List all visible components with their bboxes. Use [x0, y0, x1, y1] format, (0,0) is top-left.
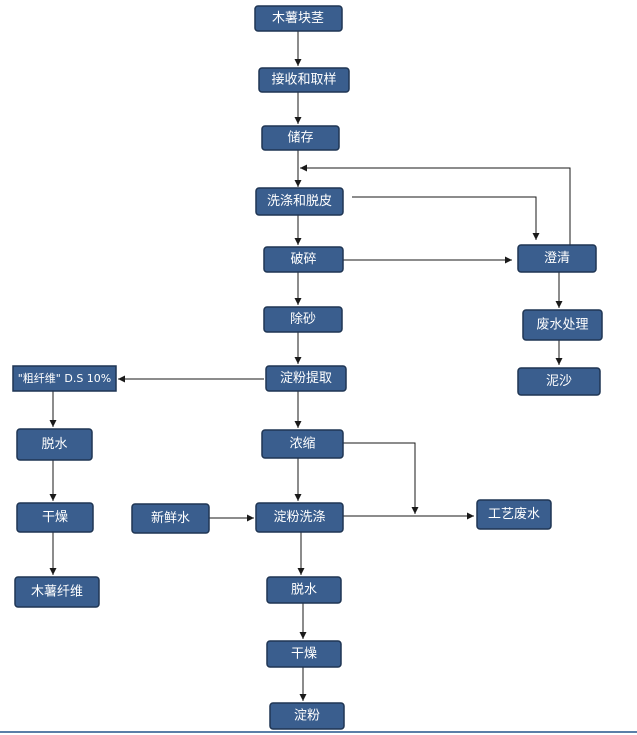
node-starch-extraction: 淀粉提取	[265, 365, 347, 392]
node-drying-starch: 干燥	[266, 640, 342, 668]
edge-concentration-to-wastewater	[343, 442, 419, 514]
node-storage: 储存	[261, 125, 340, 151]
node-cassava-tuber: 木薯块茎	[254, 5, 343, 32]
node-label: 木薯纤维	[31, 585, 83, 600]
node-label: 干燥	[42, 510, 68, 525]
node-drying-fiber: 干燥	[16, 502, 94, 533]
node-crushing: 破碎	[263, 246, 344, 273]
edge-washing-to-clarification	[352, 196, 540, 240]
node-label: 破碎	[290, 252, 316, 267]
node-sludge: 泥沙	[517, 367, 601, 396]
node-dewatering-fiber: 脱水	[16, 428, 93, 461]
node-label: 脱水	[291, 583, 317, 598]
node-label: "粗纤维" D.S 10%	[18, 372, 112, 385]
node-label: 脱水	[41, 437, 67, 452]
node-label: 泥沙	[546, 374, 572, 389]
edge-clarification-recycle-to-storage	[300, 164, 571, 245]
node-label: 干燥	[291, 647, 317, 662]
node-desanding: 除砂	[263, 306, 343, 333]
node-label: 接收和取样	[271, 72, 336, 88]
bottom-divider	[0, 731, 637, 733]
node-label: 淀粉提取	[280, 370, 332, 386]
node-starch: 淀粉	[269, 702, 345, 730]
node-label: 澄清	[544, 251, 570, 266]
node-concentration: 浓缩	[261, 429, 344, 459]
node-process-wastewater: 工艺废水	[476, 499, 552, 530]
node-label: 工艺废水	[488, 506, 540, 522]
node-crude-fiber: "粗纤维" D.S 10%	[12, 365, 117, 392]
node-washing-peeling: 洗涤和脱皮	[255, 187, 344, 216]
node-label: 废水处理	[536, 317, 588, 333]
node-clarification: 澄清	[517, 244, 597, 273]
node-starch-washing: 淀粉洗涤	[255, 502, 344, 533]
node-wastewater-treatment: 废水处理	[522, 309, 603, 341]
node-cassava-fiber: 木薯纤维	[14, 576, 100, 608]
node-receiving-sampling: 接收和取样	[258, 67, 350, 93]
node-label: 淀粉洗涤	[273, 510, 325, 525]
node-label: 除砂	[290, 312, 316, 327]
node-label: 洗涤和脱皮	[267, 194, 332, 209]
node-label: 淀粉	[294, 709, 320, 724]
node-dewatering-starch: 脱水	[266, 576, 342, 604]
node-fresh-water: 新鲜水	[131, 503, 210, 534]
node-label: 浓缩	[289, 436, 315, 452]
node-label: 木薯块茎	[272, 11, 324, 26]
node-label: 新鲜水	[151, 510, 190, 526]
connectors	[49, 31, 571, 701]
node-label: 储存	[287, 131, 313, 146]
